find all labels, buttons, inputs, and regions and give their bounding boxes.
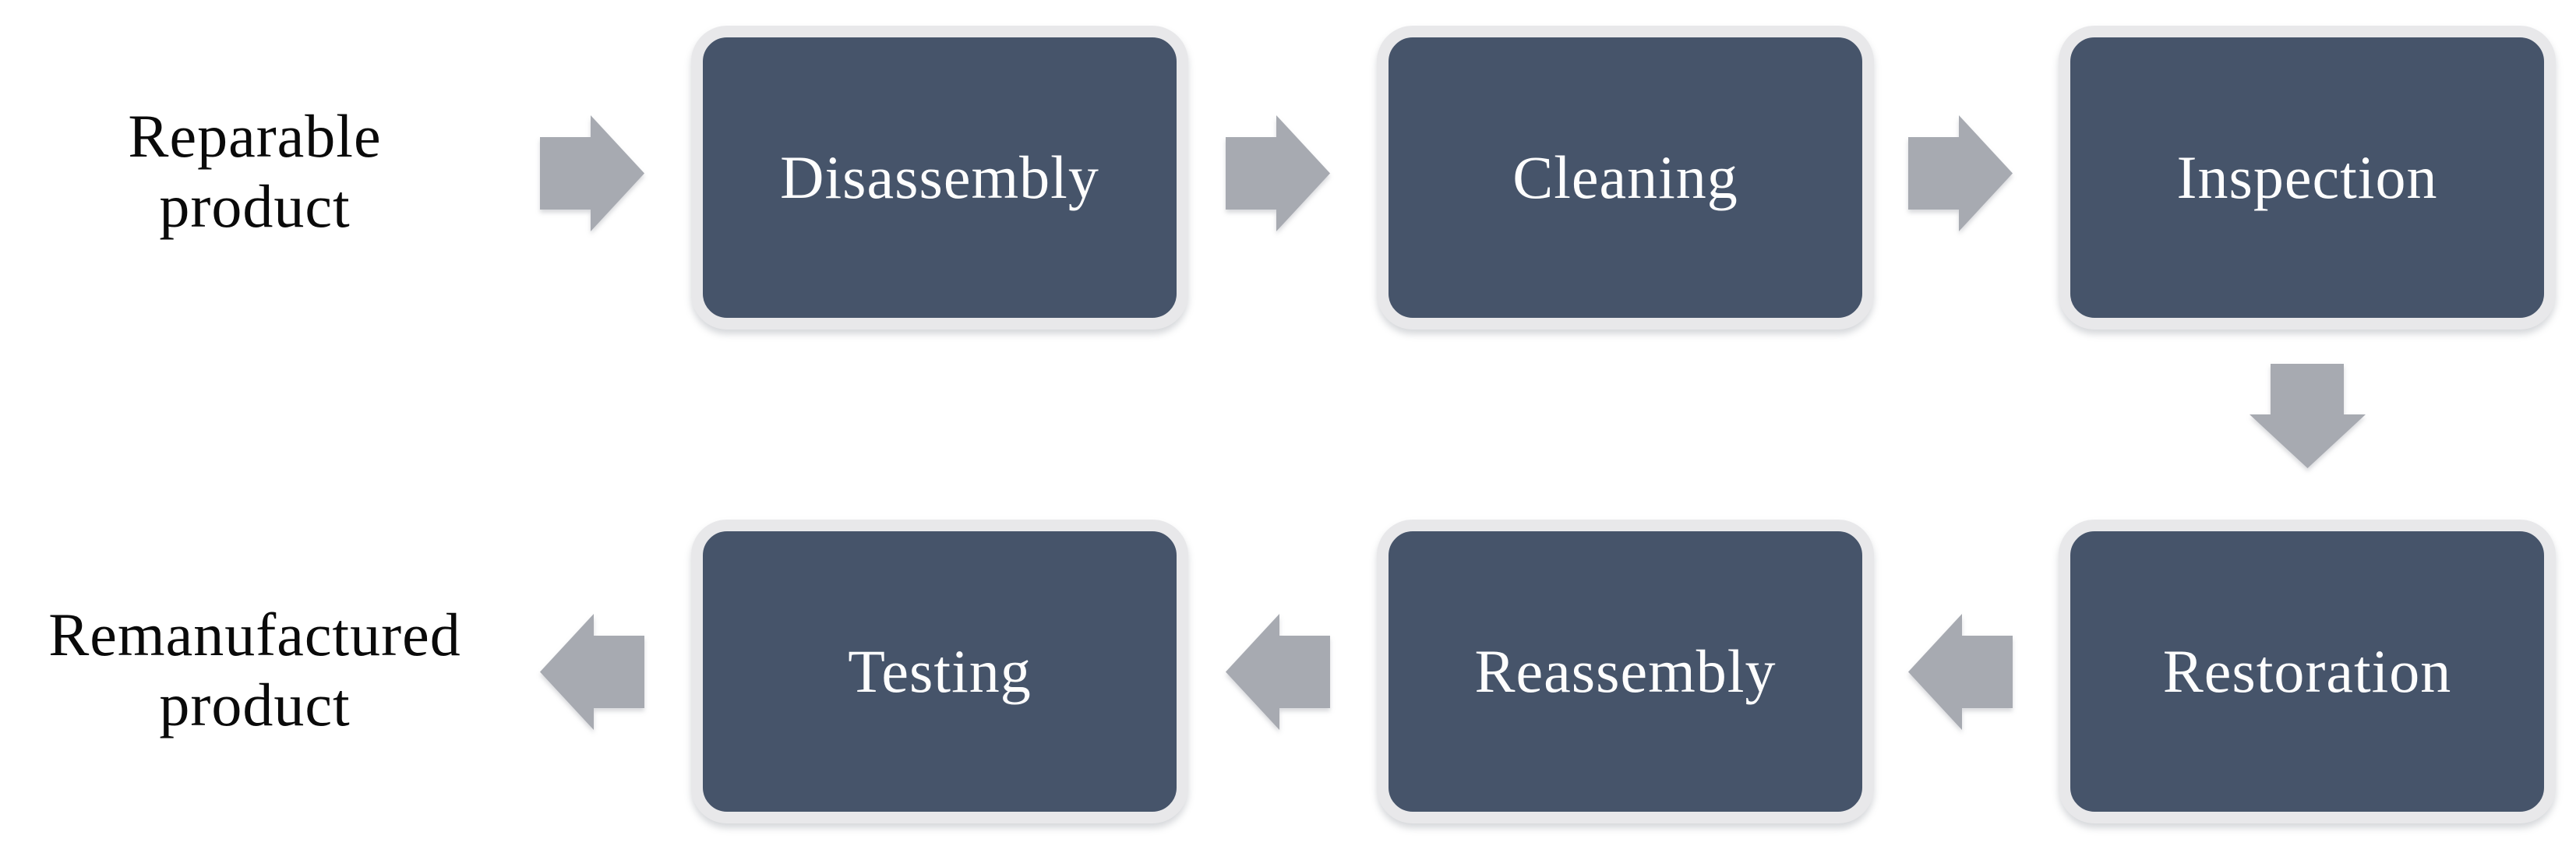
input-terminal-label: Reparable product bbox=[21, 101, 489, 241]
step-box-testing: Testing bbox=[691, 520, 1188, 823]
step-label-inspection: Inspection bbox=[2176, 143, 2438, 211]
step-box-restoration: Restoration bbox=[2059, 520, 2556, 823]
step-box-cleaning: Cleaning bbox=[1377, 26, 1874, 330]
output-terminal-line1: Remanufactured bbox=[48, 601, 461, 668]
step-box-reassembly: Reassembly bbox=[1377, 520, 1874, 823]
arrow-right-icon bbox=[1226, 115, 1330, 231]
arrow-right-icon bbox=[1908, 115, 2013, 231]
step-label-reassembly: Reassembly bbox=[1474, 637, 1777, 705]
step-box-inspection: Inspection bbox=[2059, 26, 2556, 330]
output-terminal-line2: product bbox=[159, 670, 351, 738]
input-terminal-line2: product bbox=[159, 171, 351, 240]
input-terminal-line1: Reparable bbox=[128, 102, 382, 170]
step-label-cleaning: Cleaning bbox=[1512, 143, 1738, 211]
step-box-disassembly: Disassembly bbox=[691, 26, 1188, 330]
arrow-down-icon bbox=[2250, 364, 2366, 468]
arrow-left-icon bbox=[540, 614, 644, 730]
step-label-disassembly: Disassembly bbox=[780, 143, 1099, 211]
arrow-left-icon bbox=[1226, 614, 1330, 730]
output-terminal-label: Remanufactured product bbox=[21, 600, 489, 739]
step-label-testing: Testing bbox=[848, 637, 1032, 705]
arrow-right-icon bbox=[540, 115, 644, 231]
step-label-restoration: Restoration bbox=[2162, 637, 2452, 705]
arrow-left-icon bbox=[1908, 614, 2013, 730]
